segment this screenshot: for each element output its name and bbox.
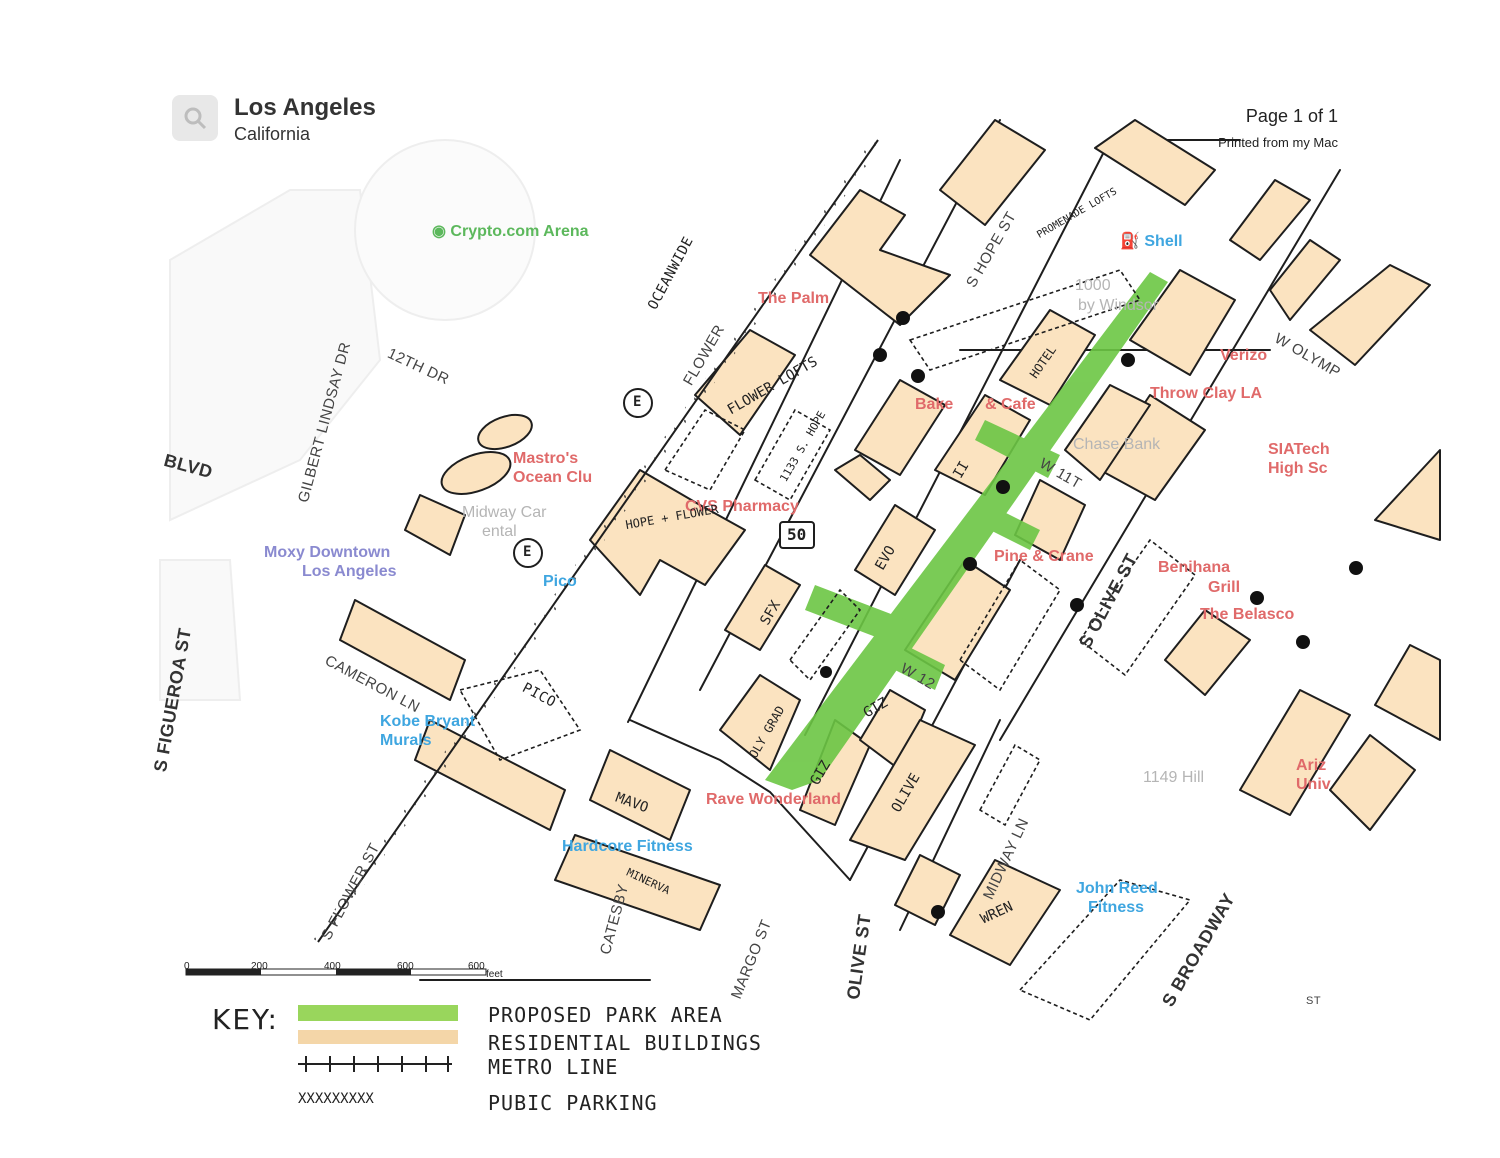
street-corner-st: ST bbox=[1306, 995, 1322, 1007]
map-app-icon bbox=[172, 95, 218, 141]
building bbox=[589, 749, 691, 841]
poi-bakery-line1: Bake bbox=[915, 396, 954, 413]
oval-features bbox=[440, 413, 533, 495]
poi-midway-car-line2: ental bbox=[482, 523, 517, 540]
map-state-subtitle: California bbox=[234, 124, 311, 144]
key-title: KEY: bbox=[212, 1003, 279, 1036]
poi-hardcore-fitness: Hardcore Fitness bbox=[562, 838, 693, 855]
poi-the-belasco: The Belasco bbox=[1200, 606, 1295, 623]
scale-bar bbox=[185, 968, 487, 976]
building bbox=[589, 469, 746, 596]
building bbox=[809, 189, 951, 326]
poi-john-reed-line1: John Reed bbox=[1076, 880, 1158, 897]
fuel-icon: ⛽ bbox=[1120, 233, 1145, 250]
building bbox=[849, 719, 976, 861]
printed-from: Printed from my Mac bbox=[1218, 135, 1338, 150]
building bbox=[1309, 264, 1431, 366]
background-map bbox=[159, 139, 536, 701]
building bbox=[404, 494, 466, 556]
poi-benihana-line1: Benihana bbox=[1158, 559, 1231, 576]
poi-moxy-line1: Moxy Downtown bbox=[264, 544, 391, 561]
poi-the-palm: The Palm bbox=[758, 290, 830, 307]
building bbox=[894, 854, 961, 926]
poi-1149-hill: 1149 Hill bbox=[1143, 769, 1205, 786]
poi-siatech-line1: SIATech bbox=[1268, 441, 1330, 458]
sketch-dots bbox=[820, 311, 1363, 919]
building bbox=[554, 834, 721, 931]
poi-1000-windsor-line1: 1000 bbox=[1075, 277, 1111, 294]
building bbox=[999, 309, 1096, 406]
key-label-residential: RESIDENTIAL BUILDINGS bbox=[488, 1031, 762, 1055]
building bbox=[719, 674, 801, 771]
building bbox=[1094, 119, 1216, 206]
building bbox=[934, 394, 1031, 496]
building bbox=[1374, 644, 1441, 741]
building bbox=[1374, 449, 1441, 541]
poi-kobe-murals-line2: Murals bbox=[380, 732, 432, 749]
scale-tick-last: 600 bbox=[468, 961, 485, 972]
poi-siatech-line2: High Sc bbox=[1268, 460, 1328, 477]
poi-moxy-line2: Los Angeles bbox=[302, 563, 397, 580]
building bbox=[1269, 239, 1341, 321]
poi-john-reed-line2: Fitness bbox=[1088, 899, 1145, 916]
poi-ariz-line2: Univ bbox=[1296, 776, 1331, 793]
poi-ariz-line1: Ariz bbox=[1296, 757, 1327, 774]
metro-e-badge-1: E bbox=[633, 394, 642, 410]
route-50-badge: 50 bbox=[787, 525, 807, 544]
poi-mastros-line1: Mastro's bbox=[513, 450, 579, 467]
poi-throw-clay: Throw Clay LA bbox=[1150, 385, 1263, 402]
poi-kobe-murals-line1: Kobe Bryant bbox=[380, 713, 476, 730]
arena-icon: ◉ bbox=[432, 223, 451, 240]
building bbox=[1129, 269, 1236, 376]
key-label-metro: METRO LINE bbox=[488, 1055, 619, 1079]
scale-tick-600: 600 bbox=[397, 961, 414, 972]
building bbox=[939, 119, 1046, 226]
building bbox=[1329, 734, 1416, 831]
building bbox=[854, 379, 946, 476]
building bbox=[859, 689, 926, 771]
poi-shell: ⛽ Shell bbox=[1120, 233, 1183, 250]
building bbox=[1239, 689, 1351, 816]
building bbox=[949, 859, 1061, 966]
poi-pine-crane: Pine & Crane bbox=[994, 548, 1094, 565]
scale-tick-0: 0 bbox=[184, 961, 190, 972]
building bbox=[1164, 609, 1251, 696]
poi-midway-car-line1: Midway Car bbox=[462, 504, 547, 521]
poi-benihana-line2: Grill bbox=[1208, 579, 1241, 596]
poi-cvs-pharmacy: CVS Pharmacy bbox=[685, 498, 799, 515]
metro-line bbox=[313, 137, 883, 945]
key-swatches bbox=[298, 1005, 458, 1072]
proposed-park-area bbox=[765, 272, 1168, 790]
poi-mastros-line2: Ocean Clu bbox=[513, 469, 593, 486]
building bbox=[834, 454, 891, 501]
map-city-title: Los Angeles bbox=[234, 94, 376, 121]
poi-pico-station: Pico bbox=[543, 573, 577, 590]
poi-crypto-arena: ◉ Crypto.com Arena bbox=[432, 223, 589, 240]
building bbox=[414, 719, 566, 831]
building bbox=[724, 564, 801, 651]
key-label-park: PROPOSED PARK AREA bbox=[488, 1003, 723, 1027]
metro-badges bbox=[513, 388, 815, 568]
poi-chase-bank: Chase Bank bbox=[1073, 436, 1161, 453]
building bbox=[339, 599, 466, 701]
building bbox=[1064, 384, 1151, 481]
scale-tick-200: 200 bbox=[251, 961, 268, 972]
residential-buildings bbox=[339, 119, 1441, 966]
key-parking-swatch: XXXXXXXXX bbox=[298, 1091, 374, 1107]
metro-e-badge-2: E bbox=[523, 544, 532, 560]
page-number: Page 1 of 1 bbox=[1245, 106, 1338, 126]
poi-bakery-line2: & Cafe bbox=[985, 396, 1036, 413]
public-parking bbox=[458, 269, 1197, 1021]
poi-rave-wonderland: Rave Wonderland bbox=[706, 791, 841, 808]
key-label-parking: PUBIC PARKING bbox=[488, 1091, 658, 1115]
building bbox=[1229, 179, 1311, 261]
building bbox=[854, 504, 936, 596]
scale-unit: feet bbox=[486, 969, 503, 980]
poi-1000-windsor-line2: by Windsor bbox=[1078, 297, 1159, 314]
poi-verizon: Verizo bbox=[1220, 347, 1268, 364]
scale-tick-400: 400 bbox=[324, 961, 341, 972]
